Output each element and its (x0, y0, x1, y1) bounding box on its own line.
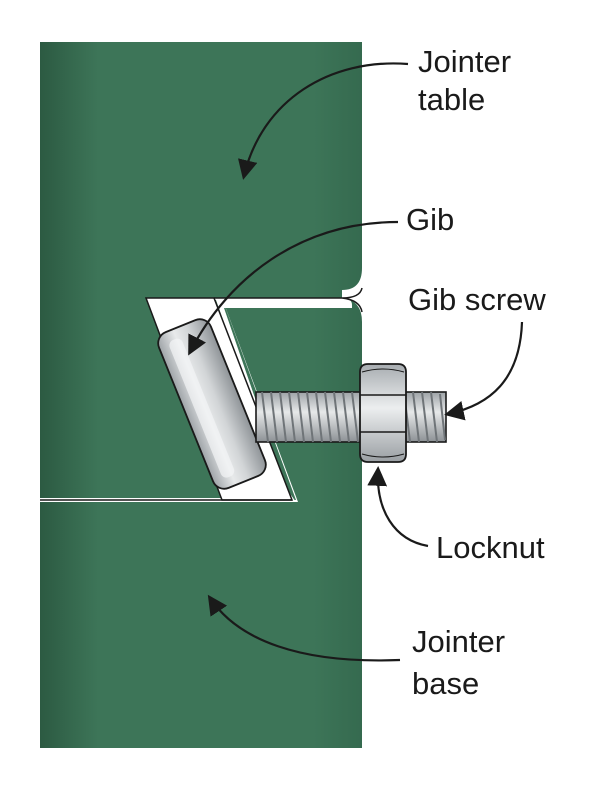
jointer-base-arrow (207, 594, 401, 662)
screw-threads (261, 391, 446, 443)
gib (157, 318, 267, 490)
locknut-arrow (367, 466, 429, 548)
jointer-table-label-line1: Jointer (418, 44, 511, 79)
locknut (359, 363, 407, 463)
gib-screw-label: Gib screw (408, 282, 546, 317)
locknut-label: Locknut (436, 530, 545, 565)
gib-screw-arrow (444, 321, 524, 421)
gib-label: Gib (406, 202, 454, 237)
jointer-base-label-line2: base (412, 666, 479, 701)
gib-screw (255, 391, 447, 443)
table-base-seam (214, 287, 363, 313)
jointer-table-arrow (238, 62, 409, 180)
jointer-table-body (40, 42, 362, 500)
jointer-base-label-line1: Jointer (412, 624, 505, 659)
gib-arrow (188, 220, 399, 356)
jointer-table-label-line2: table (418, 82, 485, 117)
